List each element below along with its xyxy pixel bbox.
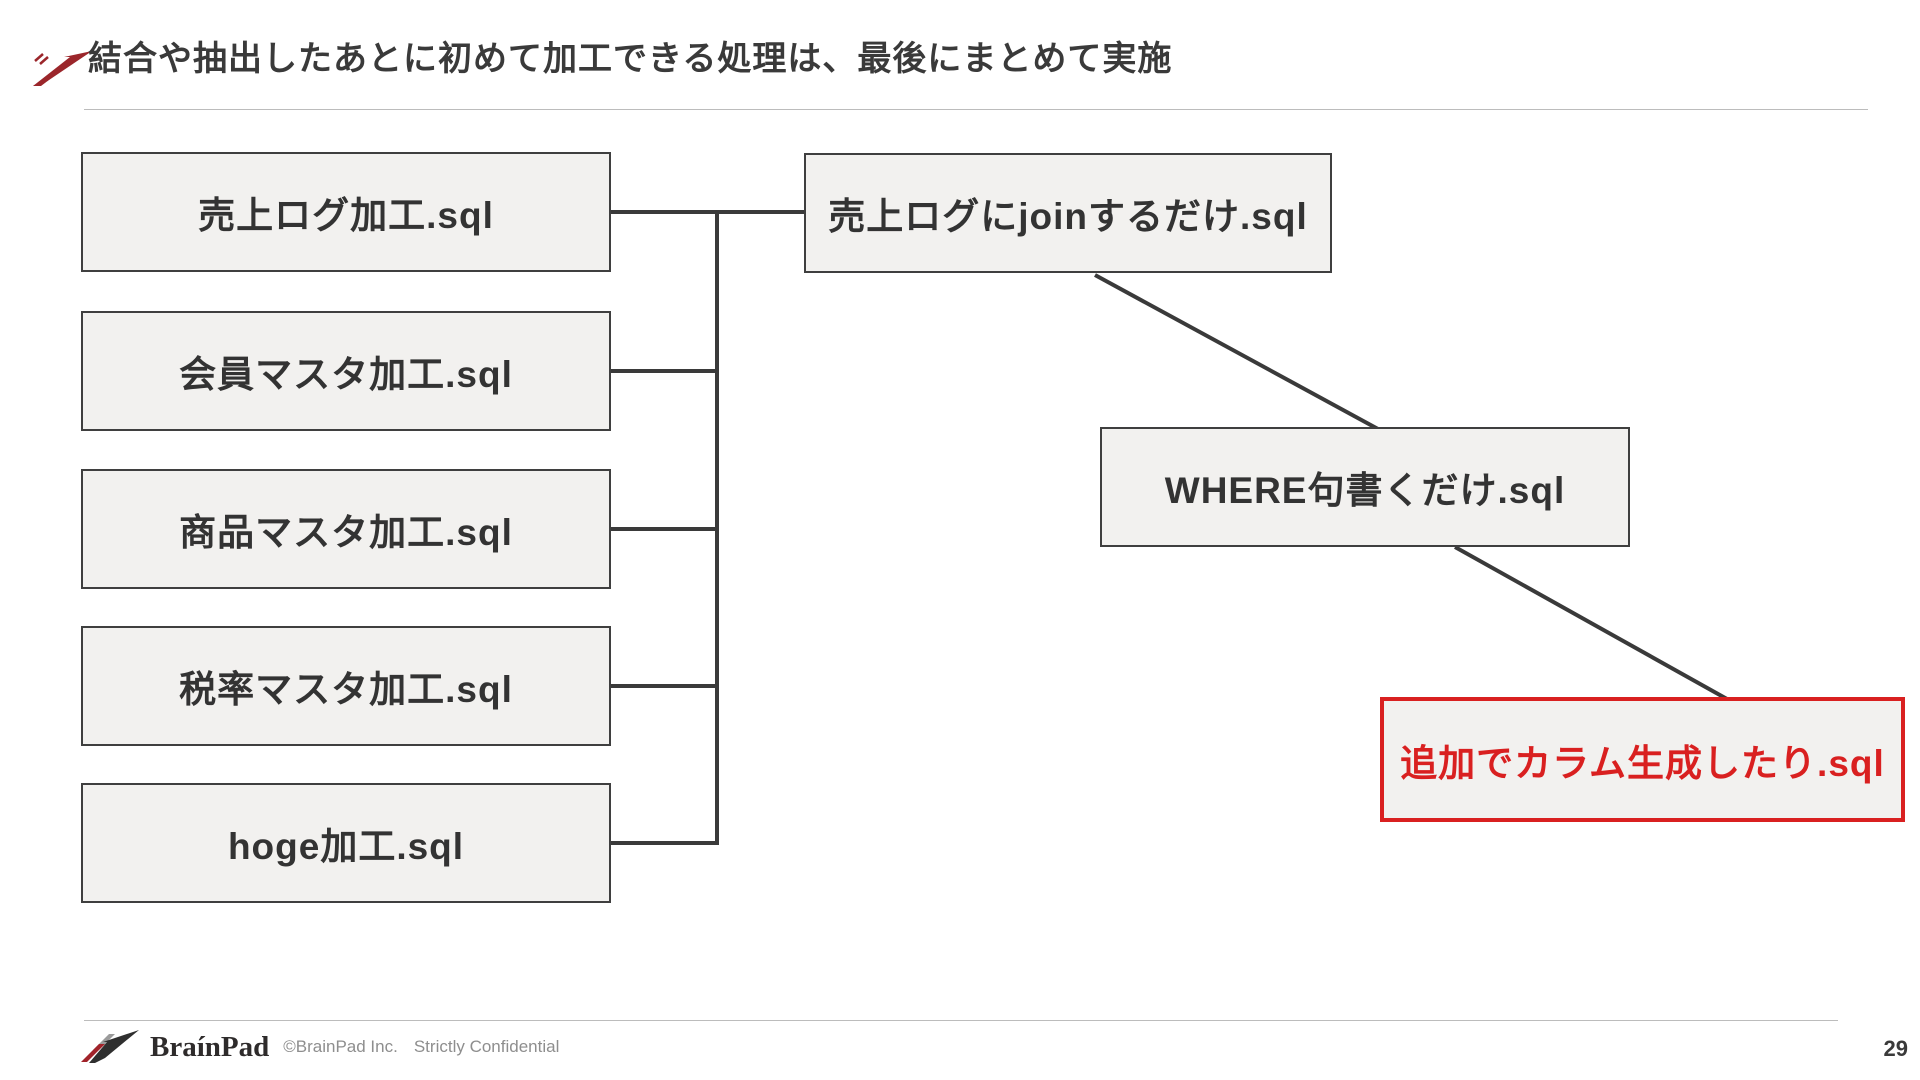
page-title: 結合や抽出したあとに初めて加工できる処理は、最後にまとめて実施 bbox=[88, 40, 1173, 78]
node-member-master-processing: 会員マスタ加工.sql bbox=[81, 311, 611, 431]
node-product-master-processing: 商品マスタ加工.sql bbox=[81, 469, 611, 589]
node-extra-column-generation: 追加でカラム生成したり.sql bbox=[1380, 697, 1905, 822]
footer-confidential-label: Strictly Confidential bbox=[413, 1037, 560, 1056]
node-where-only: WHERE句書くだけ.sql bbox=[1100, 427, 1630, 547]
brainpad-logotype: BraínPad bbox=[150, 1030, 270, 1063]
brand-arrow-icon bbox=[33, 51, 92, 86]
node-hoge-processing: hoge加工.sql bbox=[81, 783, 611, 903]
node-sales-log-processing: 売上ログ加工.sql bbox=[81, 152, 611, 272]
node-taxrate-master-processing: 税率マスタ加工.sql bbox=[81, 626, 611, 746]
footer-copyright: ©BrainPad Inc. bbox=[283, 1037, 398, 1056]
footer: BraínPad ©BrainPad Inc. Strictly Confide… bbox=[78, 1030, 559, 1064]
title-underline bbox=[84, 109, 1868, 110]
brainpad-logo-arrow-icon bbox=[81, 1030, 139, 1063]
page-number: 29 bbox=[1883, 1036, 1908, 1061]
node-join-only: 売上ログにjoinするだけ.sql bbox=[804, 153, 1332, 273]
footer-rule bbox=[84, 1020, 1838, 1021]
